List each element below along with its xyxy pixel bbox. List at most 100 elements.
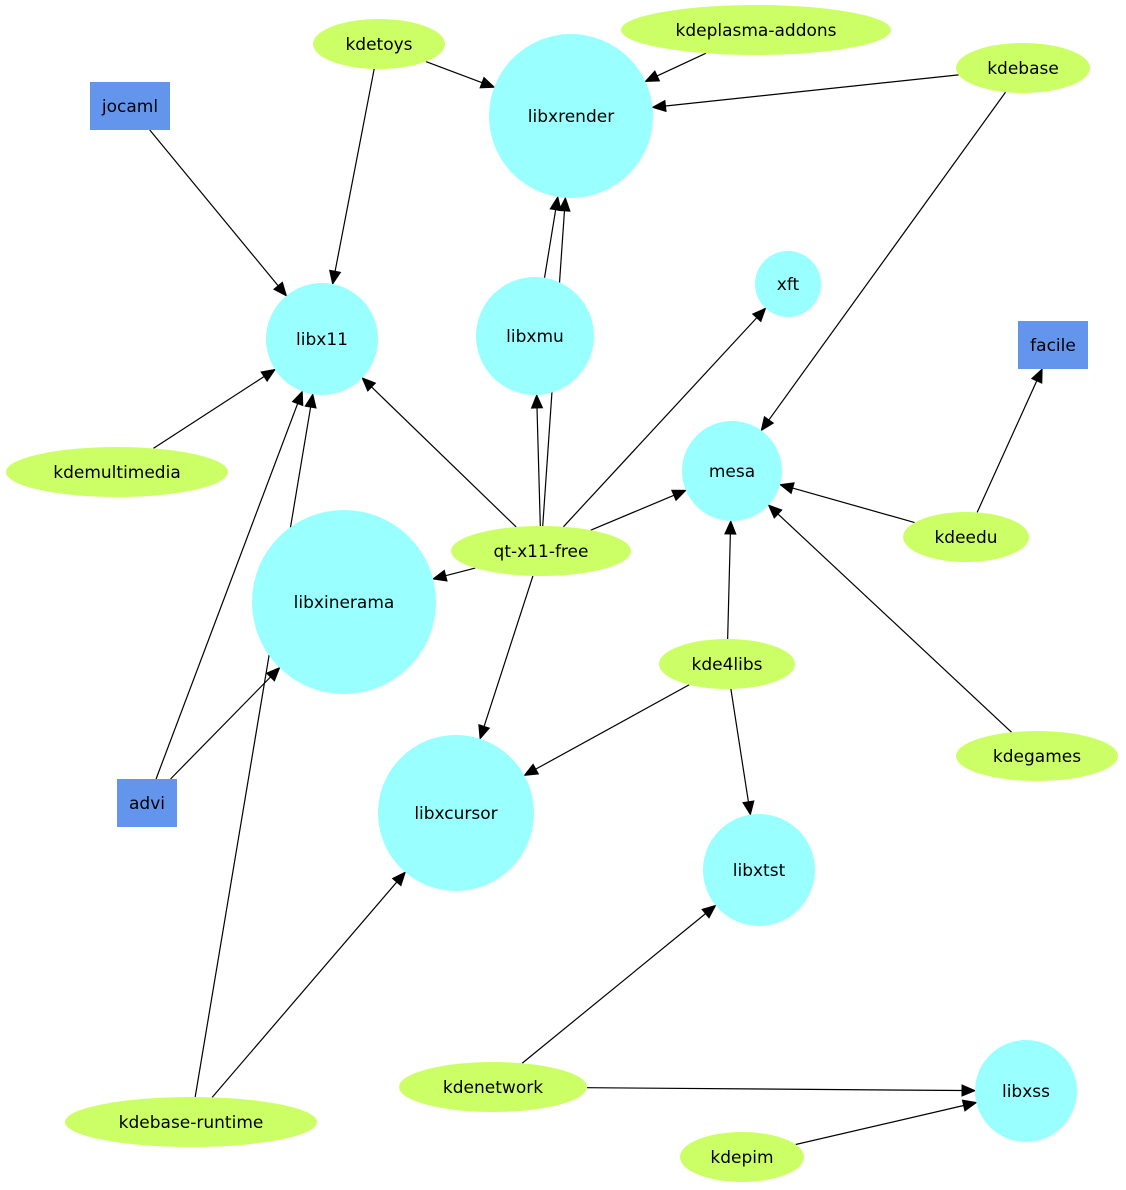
node-libxmu: libxmu: [476, 277, 594, 395]
node-xft: xft: [755, 251, 821, 317]
edge-kdeedu-to-facile: [976, 367, 1043, 513]
edge-kdegames-to-mesa: [767, 504, 1013, 733]
node-libxinerama: libxinerama: [252, 510, 436, 694]
node-label: mesa: [709, 462, 755, 482]
node-kdepim: kdepim: [680, 1132, 804, 1182]
box-node-shape: [117, 779, 177, 827]
edge-line: [149, 129, 279, 287]
arrowhead-icon: [265, 666, 281, 682]
circle-node-shape: [682, 421, 782, 521]
node-label: xft: [777, 275, 800, 295]
edge-qt-x11-free-to-libxmu: [530, 393, 544, 527]
node-label: kdeedu: [934, 528, 997, 548]
circle-node-shape: [266, 283, 378, 395]
arrowhead-icon: [701, 904, 717, 919]
node-label: kdebase: [987, 59, 1059, 79]
node-facile: facile: [1018, 321, 1088, 369]
node-kdebase: kdebase: [956, 43, 1090, 93]
edge-line: [425, 61, 483, 84]
node-label: kde4libs: [691, 655, 762, 675]
node-libxcursor: libxcursor: [378, 735, 534, 891]
circle-node-shape: [476, 277, 594, 395]
node-label: facile: [1030, 336, 1076, 356]
arrowhead-icon: [671, 489, 688, 502]
ellipse-node-shape: [956, 731, 1118, 781]
edge-qt-x11-free-to-libx11: [361, 377, 517, 528]
edge-jocaml-to-libx11: [149, 129, 288, 297]
node-label: libxrender: [528, 107, 614, 127]
edge-kdenetwork-to-libxss: [586, 1084, 977, 1097]
edge-line: [586, 1087, 963, 1092]
edge-line: [445, 567, 476, 577]
node-label: libxcursor: [414, 804, 497, 824]
edges-layer: [149, 52, 1043, 1146]
node-kdeedu: kdeedu: [903, 512, 1029, 562]
circle-node-shape: [378, 735, 534, 891]
edge-line: [727, 533, 731, 640]
node-qt-x11-free: qt-x11-free: [451, 526, 631, 576]
edge-kde4libs-to-libxcursor: [523, 684, 690, 777]
node-label: kdenetwork: [443, 1078, 543, 1098]
edge-kdeplasma-addons-to-libxrender: [644, 52, 707, 82]
ellipse-node-shape: [313, 19, 445, 69]
node-label: libx11: [296, 330, 348, 350]
edge-line: [153, 376, 265, 449]
node-libxtst: libxtst: [703, 814, 815, 926]
edge-kdeedu-to-mesa: [778, 482, 915, 524]
arrowhead-icon: [329, 269, 342, 286]
node-label: kdemultimedia: [53, 463, 181, 483]
edge-kdemultimedia-to-libx11: [153, 368, 277, 449]
node-kdegames: kdegames: [956, 731, 1118, 781]
node-label: libxinerama: [294, 593, 395, 613]
node-label: qt-x11-free: [494, 542, 589, 562]
ellipse-node-shape: [659, 639, 795, 689]
edge-line: [170, 676, 271, 780]
arrowhead-icon: [391, 871, 407, 887]
edge-line: [976, 380, 1038, 513]
edge-line: [795, 1104, 964, 1146]
edge-qt-x11-free-to-mesa: [590, 489, 688, 531]
node-label: kdepim: [710, 1148, 773, 1168]
edge-line: [543, 209, 557, 278]
ellipse-node-shape: [680, 1132, 804, 1182]
ellipse-node-shape: [6, 447, 228, 497]
edge-line: [334, 68, 375, 272]
node-label: libxss: [1002, 1082, 1050, 1102]
node-libxrender: libxrender: [489, 34, 653, 198]
edge-kde4libs-to-libxtst: [730, 688, 755, 816]
edge-line: [521, 913, 706, 1064]
arrowhead-icon: [778, 482, 795, 495]
edge-libxmu-to-libxrender: [543, 195, 562, 278]
ellipse-node-shape: [903, 512, 1029, 562]
edge-line: [483, 575, 534, 727]
arrowhead-icon: [478, 724, 491, 741]
edge-line: [194, 406, 312, 1098]
arrowhead-icon: [961, 1099, 978, 1112]
circle-node-shape: [755, 251, 821, 317]
arrowhead-icon: [961, 1084, 977, 1097]
node-label: kdetoys: [345, 35, 412, 55]
edge-line: [777, 513, 1013, 733]
edge-qt-x11-free-to-xft: [562, 307, 767, 528]
arrowhead-icon: [742, 800, 755, 816]
ellipse-node-shape: [621, 5, 891, 55]
node-label: jocaml: [101, 97, 158, 117]
arrowhead-icon: [549, 195, 562, 212]
arrowhead-icon: [644, 70, 661, 82]
edge-line: [792, 487, 915, 524]
edge-kdepim-to-libxss: [795, 1099, 978, 1146]
arrowhead-icon: [304, 392, 317, 409]
edge-line: [536, 407, 541, 527]
arrowhead-icon: [760, 415, 775, 432]
arrowhead-icon: [361, 377, 377, 392]
edge-line: [730, 688, 750, 802]
arrowhead-icon: [291, 390, 304, 407]
ellipse-node-shape: [956, 43, 1090, 93]
node-kdebase-runtime: kdebase-runtime: [65, 1097, 317, 1147]
ellipse-node-shape: [451, 526, 631, 576]
circle-node-shape: [489, 34, 653, 198]
ellipse-node-shape: [65, 1097, 317, 1147]
box-node-shape: [1018, 321, 1088, 369]
edge-qt-x11-free-to-libxcursor: [478, 575, 534, 741]
